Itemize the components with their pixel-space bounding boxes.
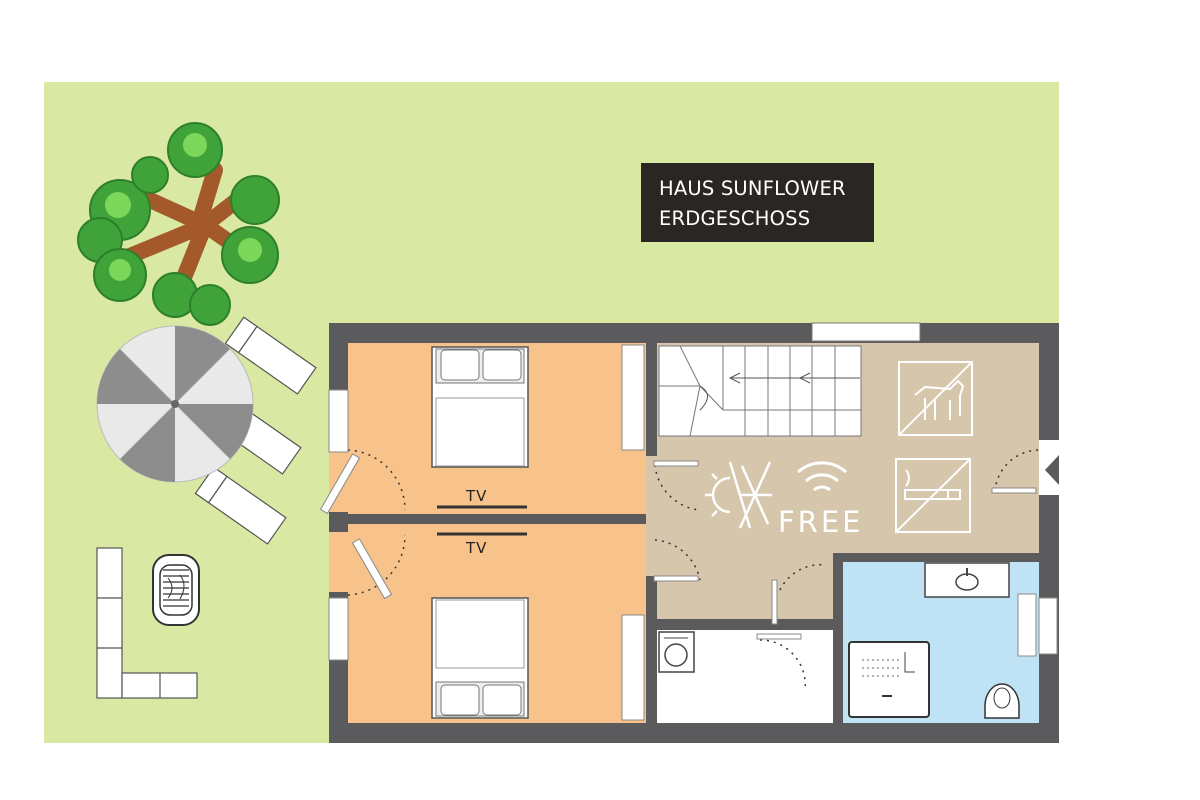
staircase bbox=[658, 345, 862, 437]
floor-name: ERDGESCHOSS bbox=[659, 207, 811, 230]
toilet-icon bbox=[984, 683, 1020, 719]
bed-top bbox=[431, 346, 529, 468]
tree-icon bbox=[77, 122, 280, 326]
hall-door-opening bbox=[646, 456, 657, 576]
entrance bbox=[1039, 440, 1059, 495]
garden-sofa bbox=[96, 547, 198, 699]
parasol-icon bbox=[96, 325, 254, 483]
no-smoking-icon bbox=[895, 458, 971, 533]
terrace-door-bottom bbox=[329, 532, 348, 592]
hallway-lower bbox=[657, 553, 833, 619]
bed-bottom bbox=[431, 597, 529, 719]
washing-machine-icon bbox=[658, 631, 695, 673]
wifi-free-label: FREE bbox=[778, 505, 864, 539]
floor-title-box: HAUS SUNFLOWER ERDGESCHOSS bbox=[641, 163, 874, 242]
shower-icon bbox=[848, 641, 930, 718]
wifi-icon bbox=[797, 461, 847, 492]
sink-icon bbox=[924, 562, 1010, 598]
tv-label-bottom: TV bbox=[466, 539, 488, 557]
door-leaves bbox=[319, 453, 1037, 640]
air-conditioning-icon bbox=[705, 461, 772, 529]
door-swings bbox=[347, 449, 1039, 691]
house-name: HAUS SUNFLOWER bbox=[659, 177, 846, 200]
windows bbox=[328, 344, 1058, 721]
grill-icon bbox=[152, 554, 200, 626]
no-pets-icon bbox=[898, 361, 973, 436]
hall-window bbox=[811, 322, 921, 342]
tv-label-top: TV bbox=[466, 487, 488, 505]
